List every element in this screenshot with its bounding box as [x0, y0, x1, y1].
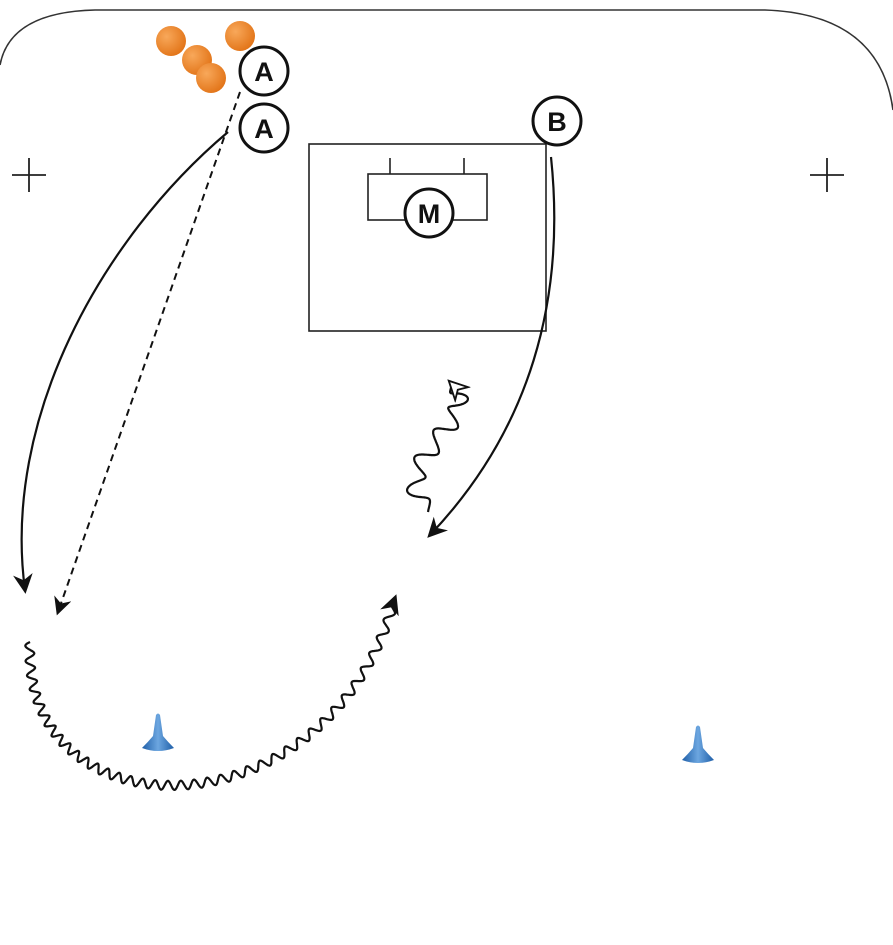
crease-box	[308, 143, 547, 332]
puck-pile	[156, 21, 255, 93]
skate-path-a	[13, 131, 229, 594]
carry-path-bottom	[24, 594, 399, 792]
svg-text:A: A	[254, 114, 274, 144]
svg-text:B: B	[547, 107, 567, 137]
puck	[196, 63, 226, 93]
skate-path-b	[427, 156, 556, 538]
cone-right	[682, 725, 714, 763]
player-b: B	[531, 95, 583, 147]
faceoff-mark-right	[810, 158, 844, 192]
puck	[225, 21, 255, 51]
cone-left	[142, 713, 174, 751]
faceoff-mark-left	[12, 158, 46, 192]
player-a-top: A	[238, 45, 290, 97]
pass-path-a	[54, 91, 241, 616]
svg-text:M: M	[418, 199, 441, 229]
puck	[156, 26, 186, 56]
svg-text:A: A	[254, 57, 274, 87]
player-a-bottom: A	[238, 102, 290, 154]
rink-boards	[0, 9, 893, 111]
player-m-goalie: M	[403, 187, 455, 239]
carry-path-center	[406, 382, 468, 513]
